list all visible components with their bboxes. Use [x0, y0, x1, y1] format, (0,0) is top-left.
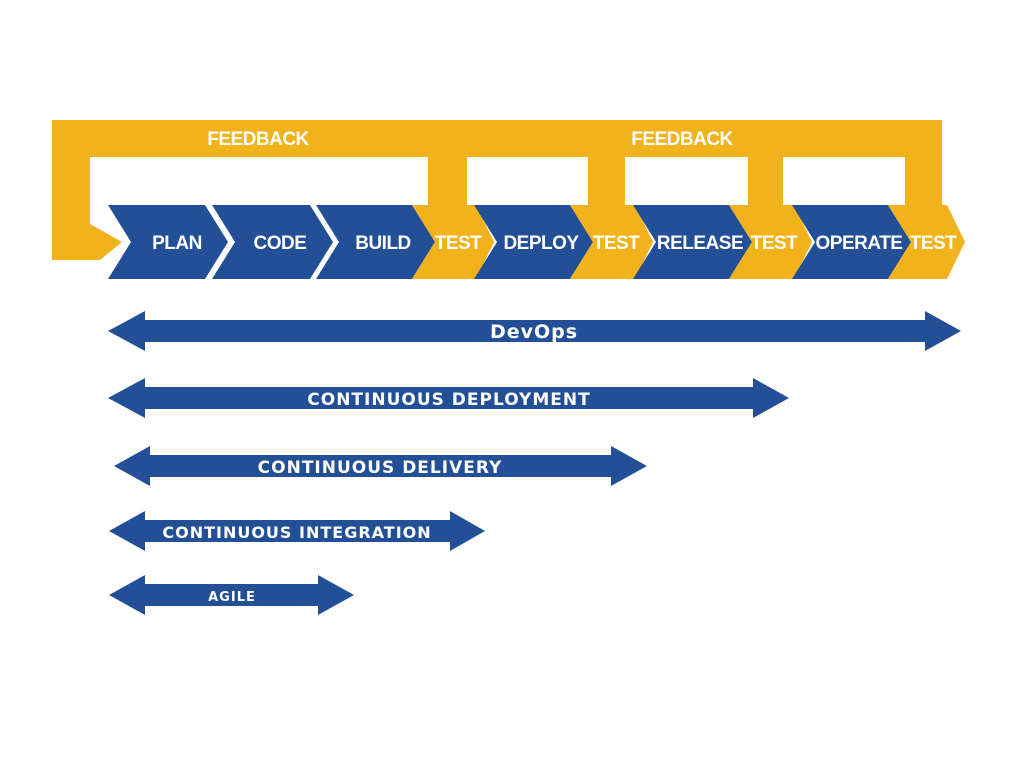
feedback-loops: FEEDBACK FEEDBACK [52, 120, 942, 260]
stage-chevron-build [316, 205, 435, 279]
scope-arrows: DevOps CONTINUOUS DEPLOYMENT CONTINUOUS … [108, 311, 961, 615]
stage-label-deploy: DEPLOY [503, 233, 579, 254]
stage-label-build: BUILD [355, 233, 411, 254]
stage-chevron-plan [108, 205, 228, 279]
stage-chevron-operate [792, 205, 911, 279]
scope-label-continuous-delivery: CONTINUOUS DELIVERY [258, 458, 503, 478]
stage-label-test-3: TEST [751, 233, 798, 254]
stage-label-test-1: TEST [435, 233, 482, 254]
stage-chevron-deploy [474, 205, 593, 279]
scope-arrow-agile [109, 575, 354, 615]
stage-label-test-4: TEST [910, 233, 957, 254]
scope-label-devops: DevOps [490, 321, 578, 343]
feedback-label-right: FEEDBACK [631, 129, 733, 150]
stage-label-code: CODE [254, 233, 307, 254]
scope-arrow-continuous-delivery [114, 446, 647, 486]
scope-arrow-continuous-integration [109, 511, 485, 551]
stage-chevron-test-3 [729, 205, 812, 279]
stage-chevron-test-4 [888, 205, 965, 279]
stage-chevron-test-2 [570, 205, 653, 279]
scope-label-continuous-deployment: CONTINUOUS DEPLOYMENT [307, 390, 590, 410]
stage-chevron-release [633, 205, 752, 279]
scope-label-continuous-integration: CONTINUOUS INTEGRATION [162, 523, 431, 542]
pipeline-stages: PLAN CODE BUILD TEST DEPLOY TEST RELEASE… [108, 205, 965, 279]
stage-label-test-2: TEST [593, 233, 640, 254]
feedback-label-left: FEEDBACK [207, 129, 309, 150]
scope-arrow-continuous-deployment [108, 378, 789, 418]
scope-arrow-devops [108, 311, 961, 351]
stage-label-plan: PLAN [152, 233, 202, 254]
stage-chevron-code [212, 205, 333, 279]
stage-label-release: RELEASE [657, 233, 743, 254]
stage-chevron-test-1 [412, 205, 494, 279]
stage-label-operate: OPERATE [816, 233, 903, 254]
feedback-loop-main [52, 120, 942, 260]
scope-label-agile: AGILE [208, 590, 256, 605]
